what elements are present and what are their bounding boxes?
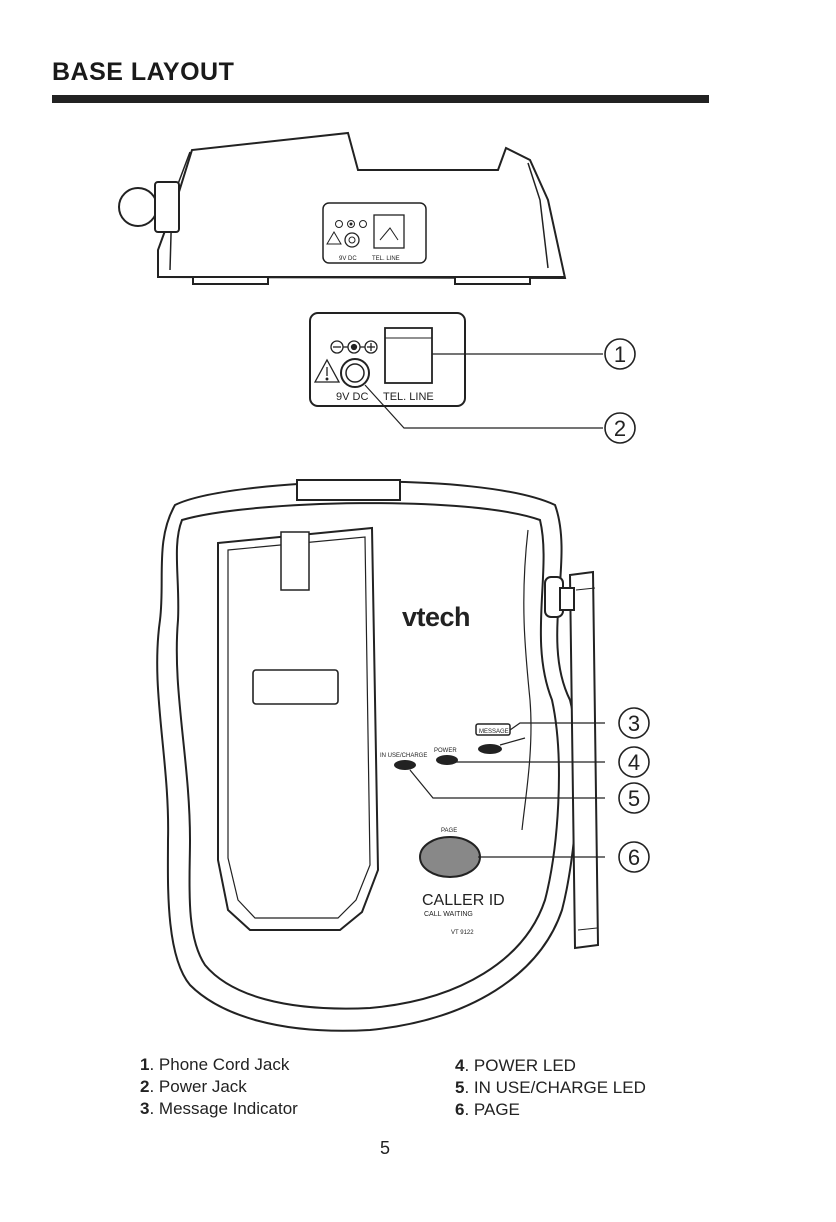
jack-line-label: TEL. LINE: [383, 391, 434, 403]
message-label: MESSAGE: [479, 729, 509, 735]
antenna-knob-icon: [119, 182, 179, 232]
in-use-charge-led: [394, 760, 416, 770]
side-dc-label: 9V DC: [339, 256, 357, 262]
legend-item: 5. IN USE/CHARGE LED: [455, 1077, 646, 1099]
callout-4-number: 4: [628, 750, 640, 775]
legend-item: 1. Phone Cord Jack: [140, 1054, 298, 1076]
base-top-view: [157, 480, 577, 1031]
in-use-label: IN USE/CHARGE: [380, 753, 427, 759]
legend-right: 4. POWER LED 5. IN USE/CHARGE LED 6. PAG…: [455, 1055, 646, 1121]
legend-item: 3. Message Indicator: [140, 1098, 298, 1120]
legend-left: 1. Phone Cord Jack 2. Power Jack 3. Mess…: [140, 1054, 298, 1120]
caller-id-label: CALLER ID: [422, 892, 505, 909]
page-number: 5: [380, 1138, 390, 1159]
callout-2-number: 2: [614, 416, 626, 441]
call-waiting-label: CALL WAITING: [424, 911, 473, 918]
callout-1-number: 1: [614, 342, 626, 367]
power-label: POWER: [434, 748, 457, 754]
page-button: [420, 837, 480, 877]
page-button-label: PAGE: [441, 828, 457, 834]
callout-6-number: 6: [628, 845, 640, 870]
vtech-logo: vtech: [402, 602, 470, 632]
message-indicator: [478, 744, 502, 754]
legend-item: 4. POWER LED: [455, 1055, 646, 1077]
callout-3-number: 3: [628, 711, 640, 736]
legend-item: 6. PAGE: [455, 1099, 646, 1121]
legend-item: 2. Power Jack: [140, 1076, 298, 1098]
model-label: VT 9122: [451, 930, 474, 936]
jack-dc-label: 9V DC: [336, 391, 368, 403]
callout-5-number: 5: [628, 786, 640, 811]
side-line-label: TEL. LINE: [372, 256, 400, 262]
power-led: [436, 755, 458, 765]
side-jack-panel: [323, 203, 426, 263]
